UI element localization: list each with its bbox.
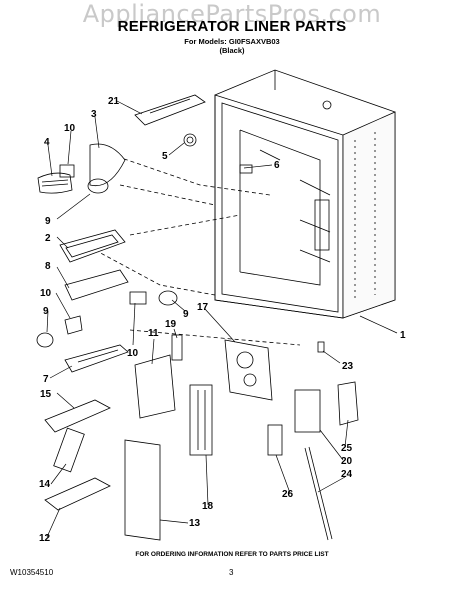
callout: 3 (91, 109, 97, 120)
callout: 11 (148, 328, 159, 339)
part-9-right (158, 290, 178, 306)
part-12 (44, 477, 111, 511)
part-21 (134, 94, 206, 126)
callout: 2 (45, 233, 51, 244)
part-2 (59, 229, 126, 263)
part-20 (294, 389, 321, 433)
callout: 5 (162, 151, 168, 162)
part-19 (171, 334, 183, 361)
part-23 (317, 341, 325, 353)
part-5 (183, 133, 197, 147)
part-9-left (36, 332, 54, 348)
part-7 (64, 344, 129, 373)
callout: 10 (127, 348, 139, 359)
callout: 13 (189, 518, 201, 529)
model-color: (Black) (219, 46, 245, 55)
watermark: AppliancePartsPros.com (82, 0, 382, 28)
liner-cabinet (214, 69, 396, 319)
part-25 (337, 381, 359, 426)
part-11 (134, 354, 176, 419)
part-8 (64, 269, 129, 301)
callout: 20 (341, 456, 353, 467)
callout: 26 (282, 489, 294, 500)
part-3 (89, 143, 126, 187)
model-info: For Models: GI0FSAXVB03 (Black) (0, 37, 464, 55)
callout: 14 (39, 479, 51, 490)
part-15 (44, 399, 111, 433)
ordering-note: FOR ORDERING INFORMATION REFER TO PARTS … (135, 551, 329, 558)
part-18 (189, 384, 213, 456)
callout: 10 (64, 123, 76, 134)
part-9-bulb (87, 178, 109, 194)
callout: 4 (44, 137, 50, 148)
page-title: REFRIGERATOR LINER PARTS (117, 18, 347, 35)
callout: 24 (341, 469, 353, 480)
part-13 (124, 439, 161, 541)
callout: 25 (341, 443, 353, 454)
callout: 8 (45, 261, 51, 272)
callout: 19 (165, 319, 177, 330)
part-17 (224, 339, 273, 401)
part-10-right (129, 291, 147, 305)
callout: 12 (39, 533, 51, 544)
part-26 (267, 424, 283, 456)
part-10-left (64, 315, 83, 335)
part-4 (37, 172, 73, 194)
callout: 9 (45, 216, 51, 227)
callout: 18 (202, 501, 214, 512)
callout: 15 (40, 389, 52, 400)
callout: 7 (43, 374, 49, 385)
callout: 6 (274, 160, 280, 171)
document-number: W10354510 (10, 568, 54, 577)
callout: 21 (108, 96, 120, 107)
callout: 9 (43, 306, 49, 317)
part-10-socket (59, 164, 75, 178)
model-number: For Models: GI0FSAXVB03 (184, 37, 280, 46)
callout: 9 (183, 309, 189, 320)
callout: 1 (400, 330, 406, 341)
callout: 10 (40, 288, 52, 299)
part-14 (53, 427, 85, 473)
callout: 17 (197, 302, 209, 313)
part-24 (304, 447, 329, 541)
page-number: 3 (229, 568, 234, 577)
callout: 23 (342, 361, 354, 372)
